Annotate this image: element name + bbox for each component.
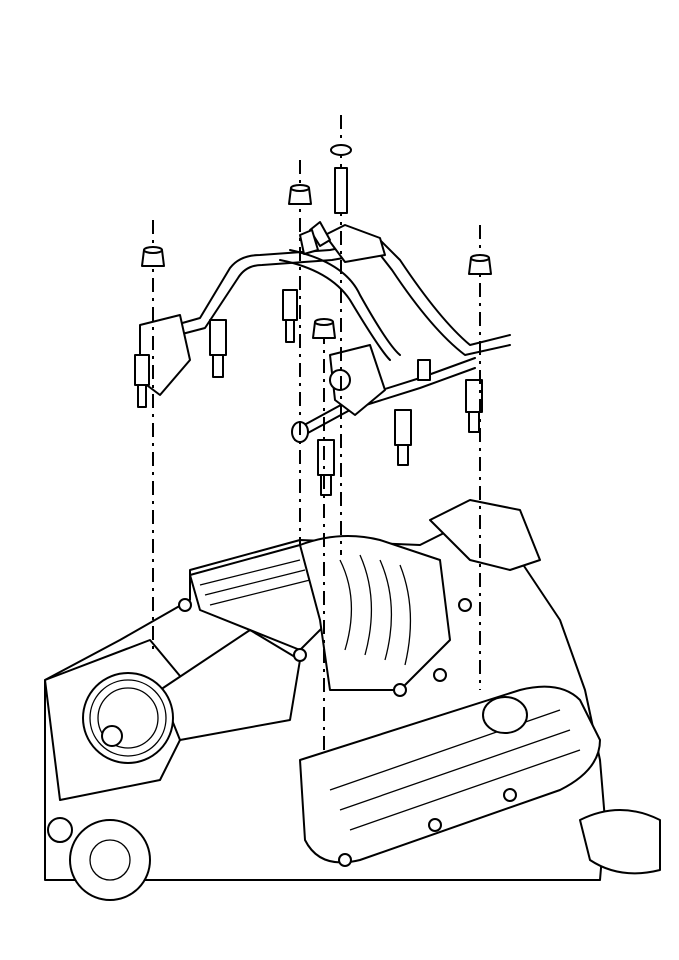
fuel-injector bbox=[134, 354, 150, 408]
nut bbox=[288, 184, 312, 205]
fuel-injector bbox=[465, 379, 483, 433]
alignment-centerlines bbox=[152, 115, 481, 750]
fuel-injector bbox=[317, 439, 335, 496]
supercharger-pulley bbox=[82, 672, 174, 764]
nut bbox=[312, 318, 336, 339]
engine-assembly bbox=[44, 499, 661, 901]
fuel-injector bbox=[209, 319, 227, 378]
fasteners bbox=[141, 144, 492, 339]
nut bbox=[468, 254, 492, 275]
fuel-injector bbox=[394, 409, 412, 466]
oil-filler-cap bbox=[482, 696, 528, 734]
nut bbox=[330, 144, 352, 214]
engine-bolts bbox=[178, 598, 517, 867]
fuel-injector bbox=[282, 289, 298, 343]
nut bbox=[141, 246, 165, 267]
fuel-injectors bbox=[134, 289, 483, 496]
supercharger-snout bbox=[159, 629, 301, 741]
pressure-regulator bbox=[329, 344, 386, 416]
crank-pulley bbox=[69, 819, 151, 901]
